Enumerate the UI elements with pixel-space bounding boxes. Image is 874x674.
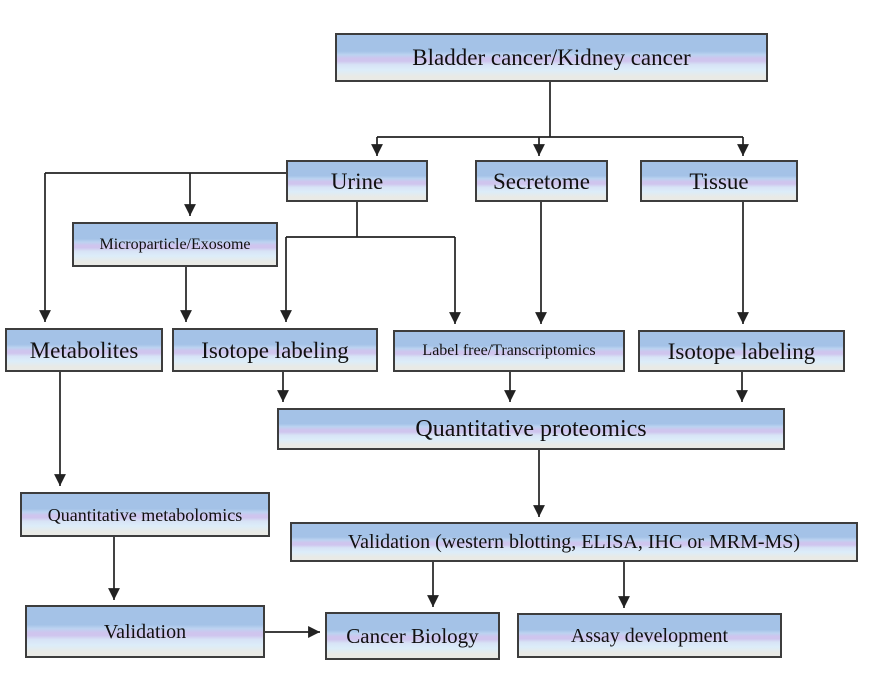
node-validation: Validation [25,605,265,658]
node-isotope-labeling-tissue: Isotope labeling [638,330,845,372]
node-assay-development: Assay development [517,613,782,658]
node-microparticle-exosome: Microparticle/Exosome [72,222,278,267]
node-urine: Urine [286,160,428,202]
node-cancer-biology: Cancer Biology [325,612,500,660]
node-label-free-transcriptomics: Label free/Transcriptomics [393,330,625,372]
node-isotope-labeling-urine: Isotope labeling [172,328,378,372]
node-secretome: Secretome [475,160,608,202]
node-validation-methods: Validation (western blotting, ELISA, IHC… [290,522,858,562]
node-metabolites: Metabolites [5,328,163,372]
node-quantitative-metabolomics: Quantitative metabolomics [20,492,270,537]
node-bladder-kidney-cancer: Bladder cancer/Kidney cancer [335,33,768,82]
node-quantitative-proteomics: Quantitative proteomics [277,408,785,450]
node-tissue: Tissue [640,160,798,202]
